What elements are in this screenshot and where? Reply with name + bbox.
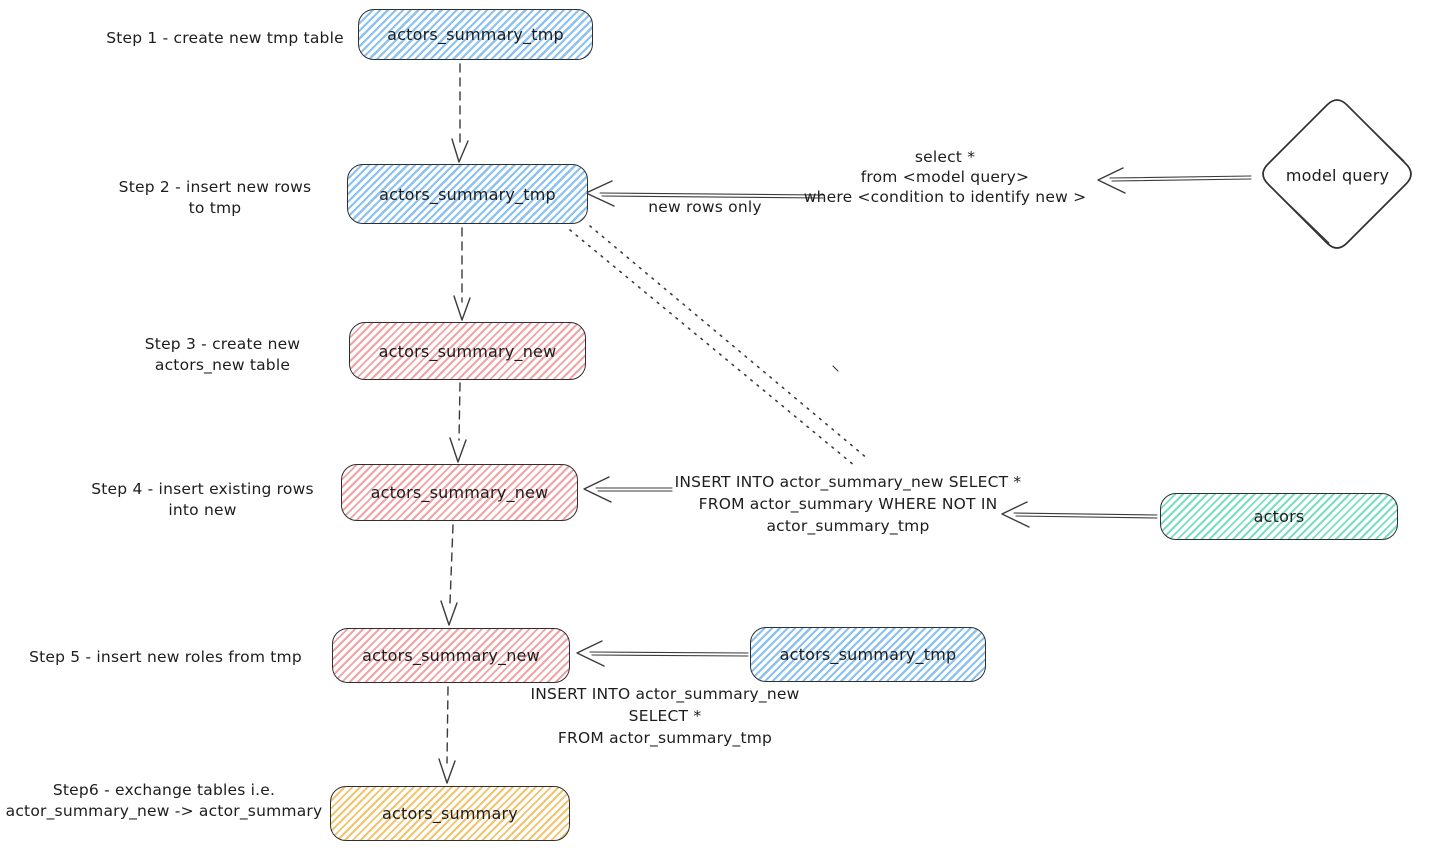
step3-node-label: actors_summary_new [378,341,557,361]
step1-label: Step 1 - create new tmp table [106,29,344,47]
arrow-step2-to-step3 [453,227,471,321]
arrow-model-query-to-select-sql [1097,167,1252,194]
step3-node-actors-summary-new: actors_summary_new [349,322,586,380]
actors-source-label: actors [1253,507,1305,526]
arrow-step4-sql-to-step4-box [583,476,673,503]
new-rows-only-label: new rows only [648,198,762,216]
step4-label: Step 4 - insert existing rows into new [91,480,314,519]
dotted-reference-step2-to-step4-sql [569,225,869,467]
arrow-step5-to-step6 [438,686,456,784]
select-sql-text: select * from <model query> where <condi… [803,148,1087,206]
step2-label: Step 2 - insert new rows to tmp [118,178,312,217]
step1-node-actors-summary-tmp: actors_summary_tmp [358,9,593,60]
arrow-step4-to-step5 [440,524,458,626]
step1-node-label: actors_summary_tmp [387,25,564,44]
step5-source-node-actors-summary-tmp: actors_summary_tmp [750,627,986,682]
step5-source-label: actors_summary_tmp [779,645,957,664]
arrow-tmp-to-step5-box [576,640,749,667]
arrow-actors-to-step4-sql [1001,501,1158,528]
step3-label: Step 3 - create new actors_new table [144,335,301,374]
arrow-step3-to-step4 [449,382,467,463]
step4-sql-text: INSERT INTO actor_summary_new SELECT * F… [674,473,1022,535]
step2-node-label: actors_summary_tmp [379,184,556,204]
step5-sql-text: INSERT INTO actor_summary_new SELECT * F… [530,685,800,747]
step2-node-actors-summary-tmp: actors_summary_tmp [347,164,588,224]
step6-label: Step6 - exchange tables i.e. actor_summa… [5,781,323,820]
step4-node-actors-summary-new: actors_summary_new [341,464,578,521]
model-query-label: model query [1285,166,1390,185]
step6-node-label: actors_summary [382,804,518,823]
step4-node-label: actors_summary_new [370,483,549,502]
step5-node-actors-summary-new: actors_summary_new [332,628,570,683]
step5-label: Step 5 - insert new roles from tmp [29,648,302,666]
step6-node-actors-summary: actors_summary [330,786,570,841]
arrow-step1-to-step2 [451,63,469,163]
step5-node-label: actors_summary_new [362,646,540,665]
actors-source-node: actors [1160,493,1398,540]
